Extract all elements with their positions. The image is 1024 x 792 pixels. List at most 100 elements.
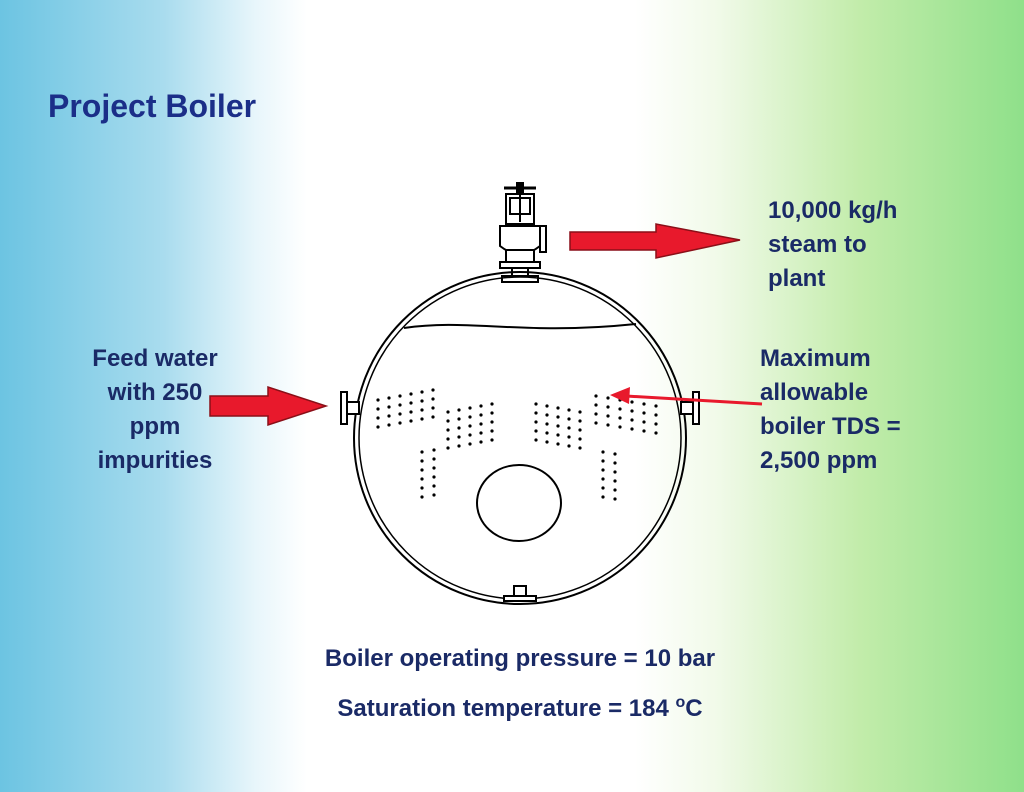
tube-dot [618, 407, 622, 411]
tube-dot [387, 414, 391, 418]
tube-dot [642, 429, 646, 433]
tube-dot [468, 442, 472, 446]
tube-dot [398, 412, 402, 416]
max-tds-label: Maximum allowable boiler TDS = 2,500 ppm [760, 342, 901, 478]
tube-dot [556, 415, 560, 419]
tube-dot [594, 394, 598, 398]
tube-dot [545, 413, 549, 417]
degree-superscript: o [675, 694, 686, 711]
tube-dot [490, 411, 494, 415]
page-title: Project Boiler [48, 88, 257, 124]
tube-dot [534, 429, 538, 433]
tube-dot [578, 419, 582, 423]
tube-dot [630, 400, 634, 404]
tube-dot [420, 399, 424, 403]
tube-dot [457, 435, 461, 439]
tube-dot [654, 431, 658, 435]
tube-dot [490, 420, 494, 424]
tube-dot [578, 410, 582, 414]
tube-dot [479, 404, 483, 408]
feed-water-line: ppm [129, 413, 181, 440]
tube-dot [567, 408, 571, 412]
tube-dot [457, 444, 461, 448]
tds-pointer-arrow [610, 387, 763, 406]
tube-dot [654, 404, 658, 408]
tube-dot [613, 461, 617, 465]
tube-dot [490, 429, 494, 433]
tube-dot [387, 396, 391, 400]
tube-dot [606, 405, 610, 409]
tube-dot [642, 402, 646, 406]
tube-dot [567, 435, 571, 439]
tube-dot [556, 442, 560, 446]
tube-dot [567, 417, 571, 421]
tube-dot [420, 390, 424, 394]
tube-dot [420, 450, 424, 454]
steam-output-line: steam to [768, 231, 867, 258]
feed-water-line: with 250 [107, 379, 203, 406]
tube-dot [613, 488, 617, 492]
tube-dot [432, 466, 436, 470]
tube-dot [446, 446, 450, 450]
tube-dot [578, 446, 582, 450]
tube-dot [642, 411, 646, 415]
tube-dot [479, 431, 483, 435]
tube-dot [479, 422, 483, 426]
tube-dot [534, 402, 538, 406]
tube-dot [630, 427, 634, 431]
tube-dot [431, 406, 435, 410]
tube-dot [613, 452, 617, 456]
water-level-line [403, 323, 637, 330]
tube-dot [618, 425, 622, 429]
tube-dot [457, 417, 461, 421]
tube-dot [398, 421, 402, 425]
tube-dot [468, 406, 472, 410]
tube-dot [446, 419, 450, 423]
max-tds-line: boiler TDS = [760, 413, 901, 440]
feed-nozzle-icon [340, 391, 360, 425]
feed-water-line: Feed water [92, 345, 218, 372]
tube-dot [642, 420, 646, 424]
steam-output-label: 10,000 kg/h steam to plant [768, 194, 897, 296]
blowdown-nozzle-icon [680, 391, 700, 425]
saturation-temperature-text: Saturation temperature = 184 oC [250, 694, 790, 723]
tube-dot [420, 486, 424, 490]
tube-dot [606, 396, 610, 400]
tube-dot [545, 404, 549, 408]
tube-dot [446, 437, 450, 441]
tube-dot [431, 415, 435, 419]
tube-dot [654, 413, 658, 417]
tube-dot [601, 477, 605, 481]
tube-dot [556, 424, 560, 428]
tube-dot [606, 414, 610, 418]
tube-dot [420, 459, 424, 463]
tube-dot [432, 493, 436, 497]
tube-dot [420, 408, 424, 412]
tube-dot [618, 416, 622, 420]
max-tds-line: 2,500 ppm [760, 447, 878, 474]
steam-out-arrow [569, 223, 741, 259]
tube-dot [556, 433, 560, 437]
tube-dot [630, 409, 634, 413]
tube-dot [601, 486, 605, 490]
tube-dot [534, 411, 538, 415]
tube-dot [376, 416, 380, 420]
tube-dot [468, 424, 472, 428]
operating-pressure-text: Boiler operating pressure = 10 bar [324, 645, 716, 672]
tube-dot [601, 468, 605, 472]
tube-dot [490, 438, 494, 442]
tube-dot [594, 412, 598, 416]
tube-dot [654, 422, 658, 426]
tube-dot [545, 440, 549, 444]
tube-dot [409, 419, 413, 423]
feed-water-arrow [209, 385, 329, 427]
tube-dot [601, 495, 605, 499]
bottom-drain-icon [503, 585, 537, 602]
tube-dot [468, 433, 472, 437]
tube-dot [545, 431, 549, 435]
tube-dot [578, 428, 582, 432]
tube-dot [479, 413, 483, 417]
tube-dot [490, 402, 494, 406]
tube-dot [613, 497, 617, 501]
tube-dot [387, 423, 391, 427]
